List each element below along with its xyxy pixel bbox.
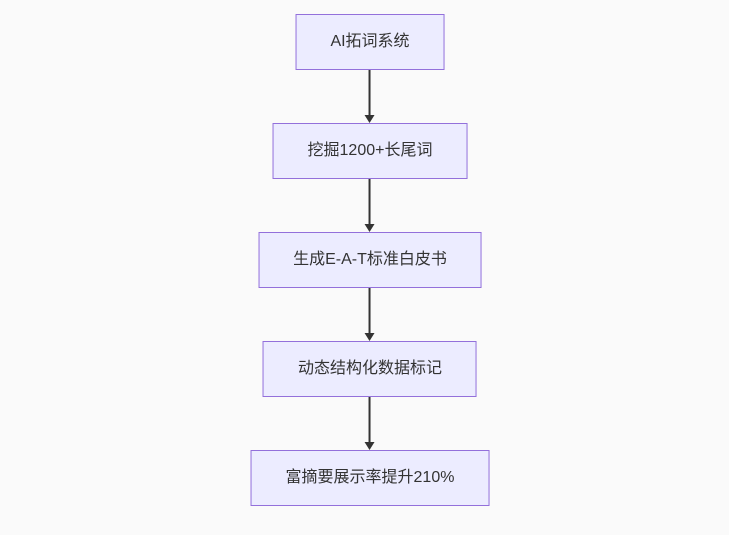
arrow-down-4 xyxy=(365,397,375,450)
arrowhead-icon xyxy=(365,224,375,232)
arrow-line xyxy=(369,288,371,333)
arrow-down-3 xyxy=(365,288,375,341)
flow-node-structured-data: 动态结构化数据标记 xyxy=(262,341,477,397)
arrow-down-2 xyxy=(365,179,375,232)
flow-node-rich-snippet-rate: 富摘要展示率提升210% xyxy=(250,450,490,506)
flow-node-eat-whitepaper: 生成E-A-T标准白皮书 xyxy=(258,232,482,288)
arrowhead-icon xyxy=(365,115,375,123)
arrowhead-icon xyxy=(365,333,375,341)
arrow-line xyxy=(369,70,371,115)
flow-node-longtail-keywords: 挖掘1200+长尾词 xyxy=(272,123,468,179)
arrowhead-icon xyxy=(365,442,375,450)
arrow-line xyxy=(369,397,371,442)
arrow-line xyxy=(369,179,371,224)
flow-node-ai-word-system: AI拓词系统 xyxy=(295,14,445,70)
arrow-down-1 xyxy=(365,70,375,123)
flowchart: AI拓词系统 挖掘1200+长尾词 生成E-A-T标准白皮书 动态结构化数据标记… xyxy=(250,14,490,506)
